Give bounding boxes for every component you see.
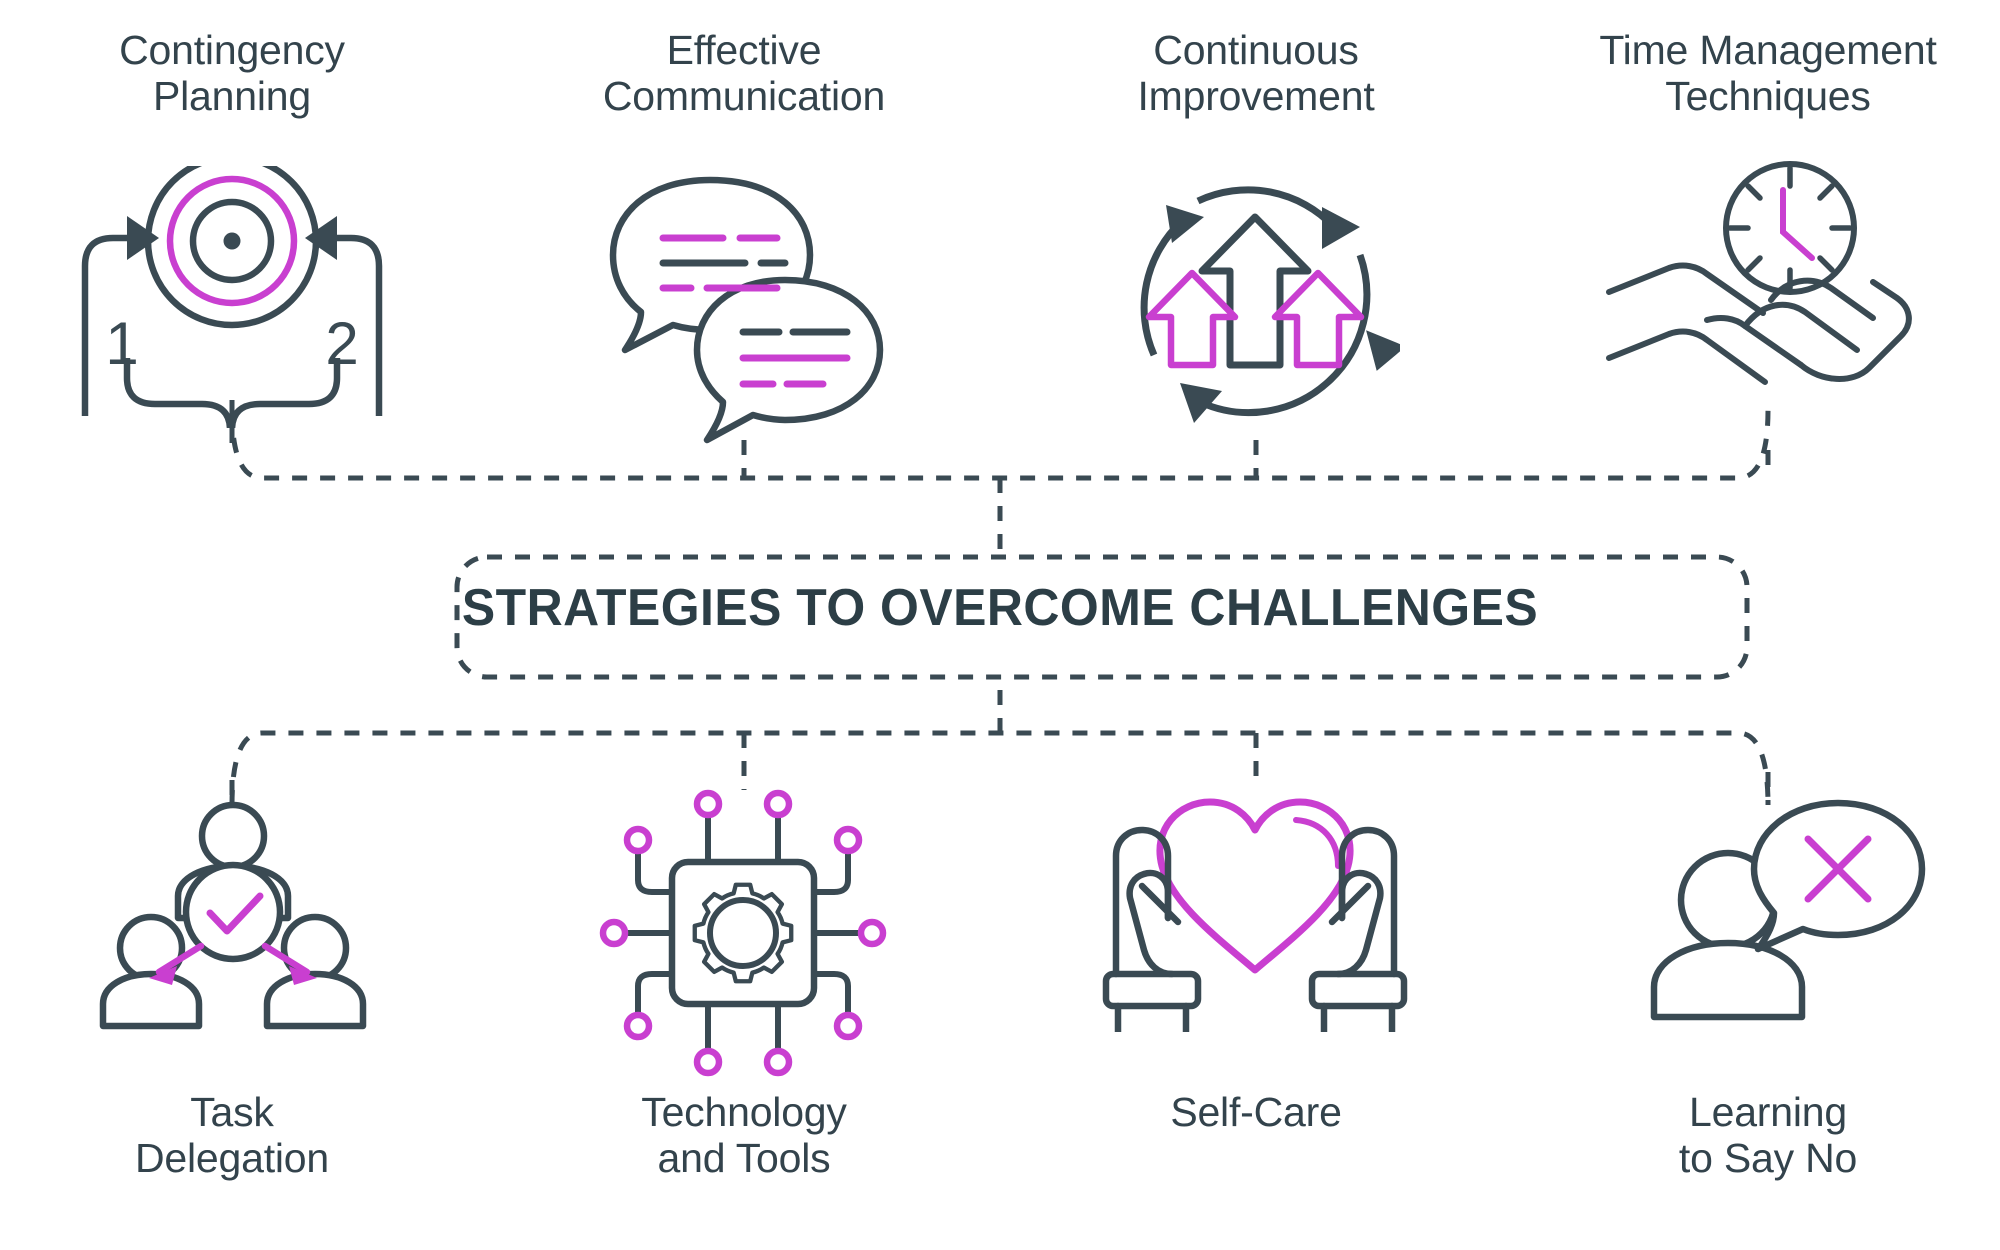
label-effective-communication: Effective Communication <box>602 27 886 119</box>
label-learning-to-say-no: Learning to Say No <box>1678 1089 1858 1181</box>
label-technology-and-tools: Technology and Tools <box>641 1089 847 1181</box>
speech-bubbles-icon <box>609 176 884 444</box>
person-speech-bubble-x-icon <box>1650 799 1926 1021</box>
clock-on-hand-icon <box>1606 161 1912 385</box>
step-number-1: 1 <box>105 310 138 377</box>
contingency-bracket-legs <box>123 358 341 428</box>
microchip-gear-icon <box>599 789 887 1077</box>
banner-outline <box>454 554 1750 680</box>
label-continuous-improvement: Continuous Improvement <box>1137 27 1375 119</box>
label-self-care: Self-Care <box>1170 1089 1342 1135</box>
hands-holding-heart-icon <box>1102 798 1408 1032</box>
step-number-2: 2 <box>325 310 358 377</box>
target-with-cycle-arrows-icon: 1 2 <box>81 166 383 416</box>
label-contingency-planning: Contingency Planning <box>119 27 345 119</box>
connector-bottom-bus <box>229 730 1771 806</box>
connector-top-bus <box>229 409 1771 481</box>
label-time-management-techniques: Time Management Techniques <box>1599 27 1937 119</box>
label-task-delegation: Task Delegation <box>134 1089 330 1181</box>
people-delegation-check-icon <box>99 801 367 1030</box>
upward-arrows-cycle-icon <box>1140 186 1400 423</box>
page-title: STRATEGIES TO OVERCOME CHALLENGES <box>461 579 1539 637</box>
